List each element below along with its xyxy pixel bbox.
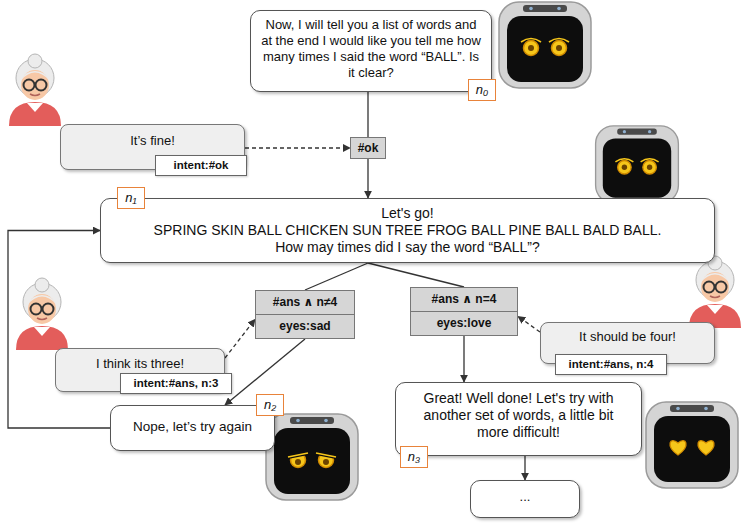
illustration-part bbox=[641, 159, 659, 174]
user-avatar bbox=[16, 278, 68, 350]
robot-head bbox=[596, 126, 679, 203]
node-id-label: n₂ bbox=[256, 394, 284, 416]
illustration-part bbox=[698, 441, 714, 455]
intent-tag: intent:#ans, n:4 bbox=[555, 354, 667, 375]
node-text: n₁ bbox=[125, 190, 136, 206]
node-text: intent:#ok bbox=[174, 158, 229, 173]
illustration-part bbox=[689, 256, 741, 328]
intent-tag: intent:#ok bbox=[155, 155, 247, 176]
node-text: Let's go! bbox=[381, 205, 434, 222]
user-avatar bbox=[9, 54, 61, 126]
node-text: SPRING SKIN BALL CHICKEN SUN TREE FROG B… bbox=[154, 222, 662, 239]
illustration-part bbox=[646, 402, 738, 488]
intent-arrow bbox=[518, 316, 540, 332]
node-text: It’s fine! bbox=[130, 133, 175, 149]
condition-box: #ans ∧ n=4eyes:love bbox=[410, 287, 518, 336]
robot-head-sad bbox=[266, 414, 358, 500]
intent-arrow bbox=[225, 319, 255, 358]
node-id-label: n₁ bbox=[117, 187, 145, 209]
flow-arrow bbox=[367, 159, 368, 198]
node-text: eyes:love bbox=[411, 311, 517, 335]
illustration-part bbox=[499, 2, 591, 88]
illustration-part bbox=[16, 278, 68, 350]
flow-arrow bbox=[524, 456, 525, 480]
illustration-part bbox=[670, 441, 686, 455]
illustration-part bbox=[266, 414, 358, 500]
illustration-part bbox=[596, 126, 679, 203]
node-text: It should be four! bbox=[579, 329, 676, 345]
illustration-part bbox=[316, 450, 336, 468]
continuation-box: ... bbox=[470, 480, 580, 518]
flow-arrow bbox=[8, 231, 110, 429]
node-text: Now, I will tell you a list of words and… bbox=[261, 17, 481, 81]
illustration-part bbox=[549, 39, 569, 56]
intent-tag: intent:#ans, n:3 bbox=[120, 373, 232, 394]
illustration-part bbox=[9, 54, 61, 126]
robot-speech-bubble: Let's go!SPRING SKIN BALL CHICKEN SUN TR… bbox=[100, 198, 715, 263]
user-avatar bbox=[689, 256, 741, 328]
robot-speech-bubble: Great! Well done! Let's try with another… bbox=[395, 382, 642, 456]
node-text: #ok bbox=[358, 140, 379, 156]
node-text: Great! Well done! Let's try with another… bbox=[406, 390, 631, 441]
node-text: n₀ bbox=[476, 82, 489, 98]
robot-speech-bubble: Nope, let’s try again bbox=[110, 405, 275, 451]
intent-arrow bbox=[245, 147, 350, 148]
node-text: intent:#ans, n:3 bbox=[134, 376, 219, 391]
node-text: ... bbox=[520, 489, 531, 505]
robot-head bbox=[499, 2, 591, 88]
flow-arrow bbox=[463, 336, 464, 382]
illustration-part bbox=[615, 159, 633, 174]
node-text: Nope, let’s try again bbox=[133, 418, 252, 435]
node-text: How may times did I say the word “BALL”? bbox=[275, 239, 540, 256]
robot-speech-bubble: Now, I will tell you a list of words and… bbox=[250, 10, 492, 92]
robot-head-love bbox=[646, 402, 738, 488]
node-text: n₃ bbox=[408, 449, 420, 465]
condition-box: #ok bbox=[350, 137, 386, 159]
flow-arrow bbox=[368, 263, 464, 287]
node-id-label: n₀ bbox=[468, 79, 496, 101]
node-text: intent:#ans, n:4 bbox=[569, 357, 654, 372]
illustration-part bbox=[288, 450, 308, 468]
node-text: n₂ bbox=[264, 397, 276, 413]
node-text: I think its three! bbox=[96, 356, 184, 372]
flow-arrow bbox=[305, 263, 368, 290]
node-text: #ans ∧ n≠4 bbox=[256, 291, 354, 314]
flow-arrow bbox=[367, 92, 368, 137]
node-text: eyes:sad bbox=[256, 314, 354, 338]
illustration-part bbox=[521, 39, 541, 56]
node-id-label: n₃ bbox=[400, 446, 428, 468]
node-text: #ans ∧ n=4 bbox=[411, 288, 517, 311]
condition-box: #ans ∧ n≠4eyes:sad bbox=[255, 290, 355, 339]
